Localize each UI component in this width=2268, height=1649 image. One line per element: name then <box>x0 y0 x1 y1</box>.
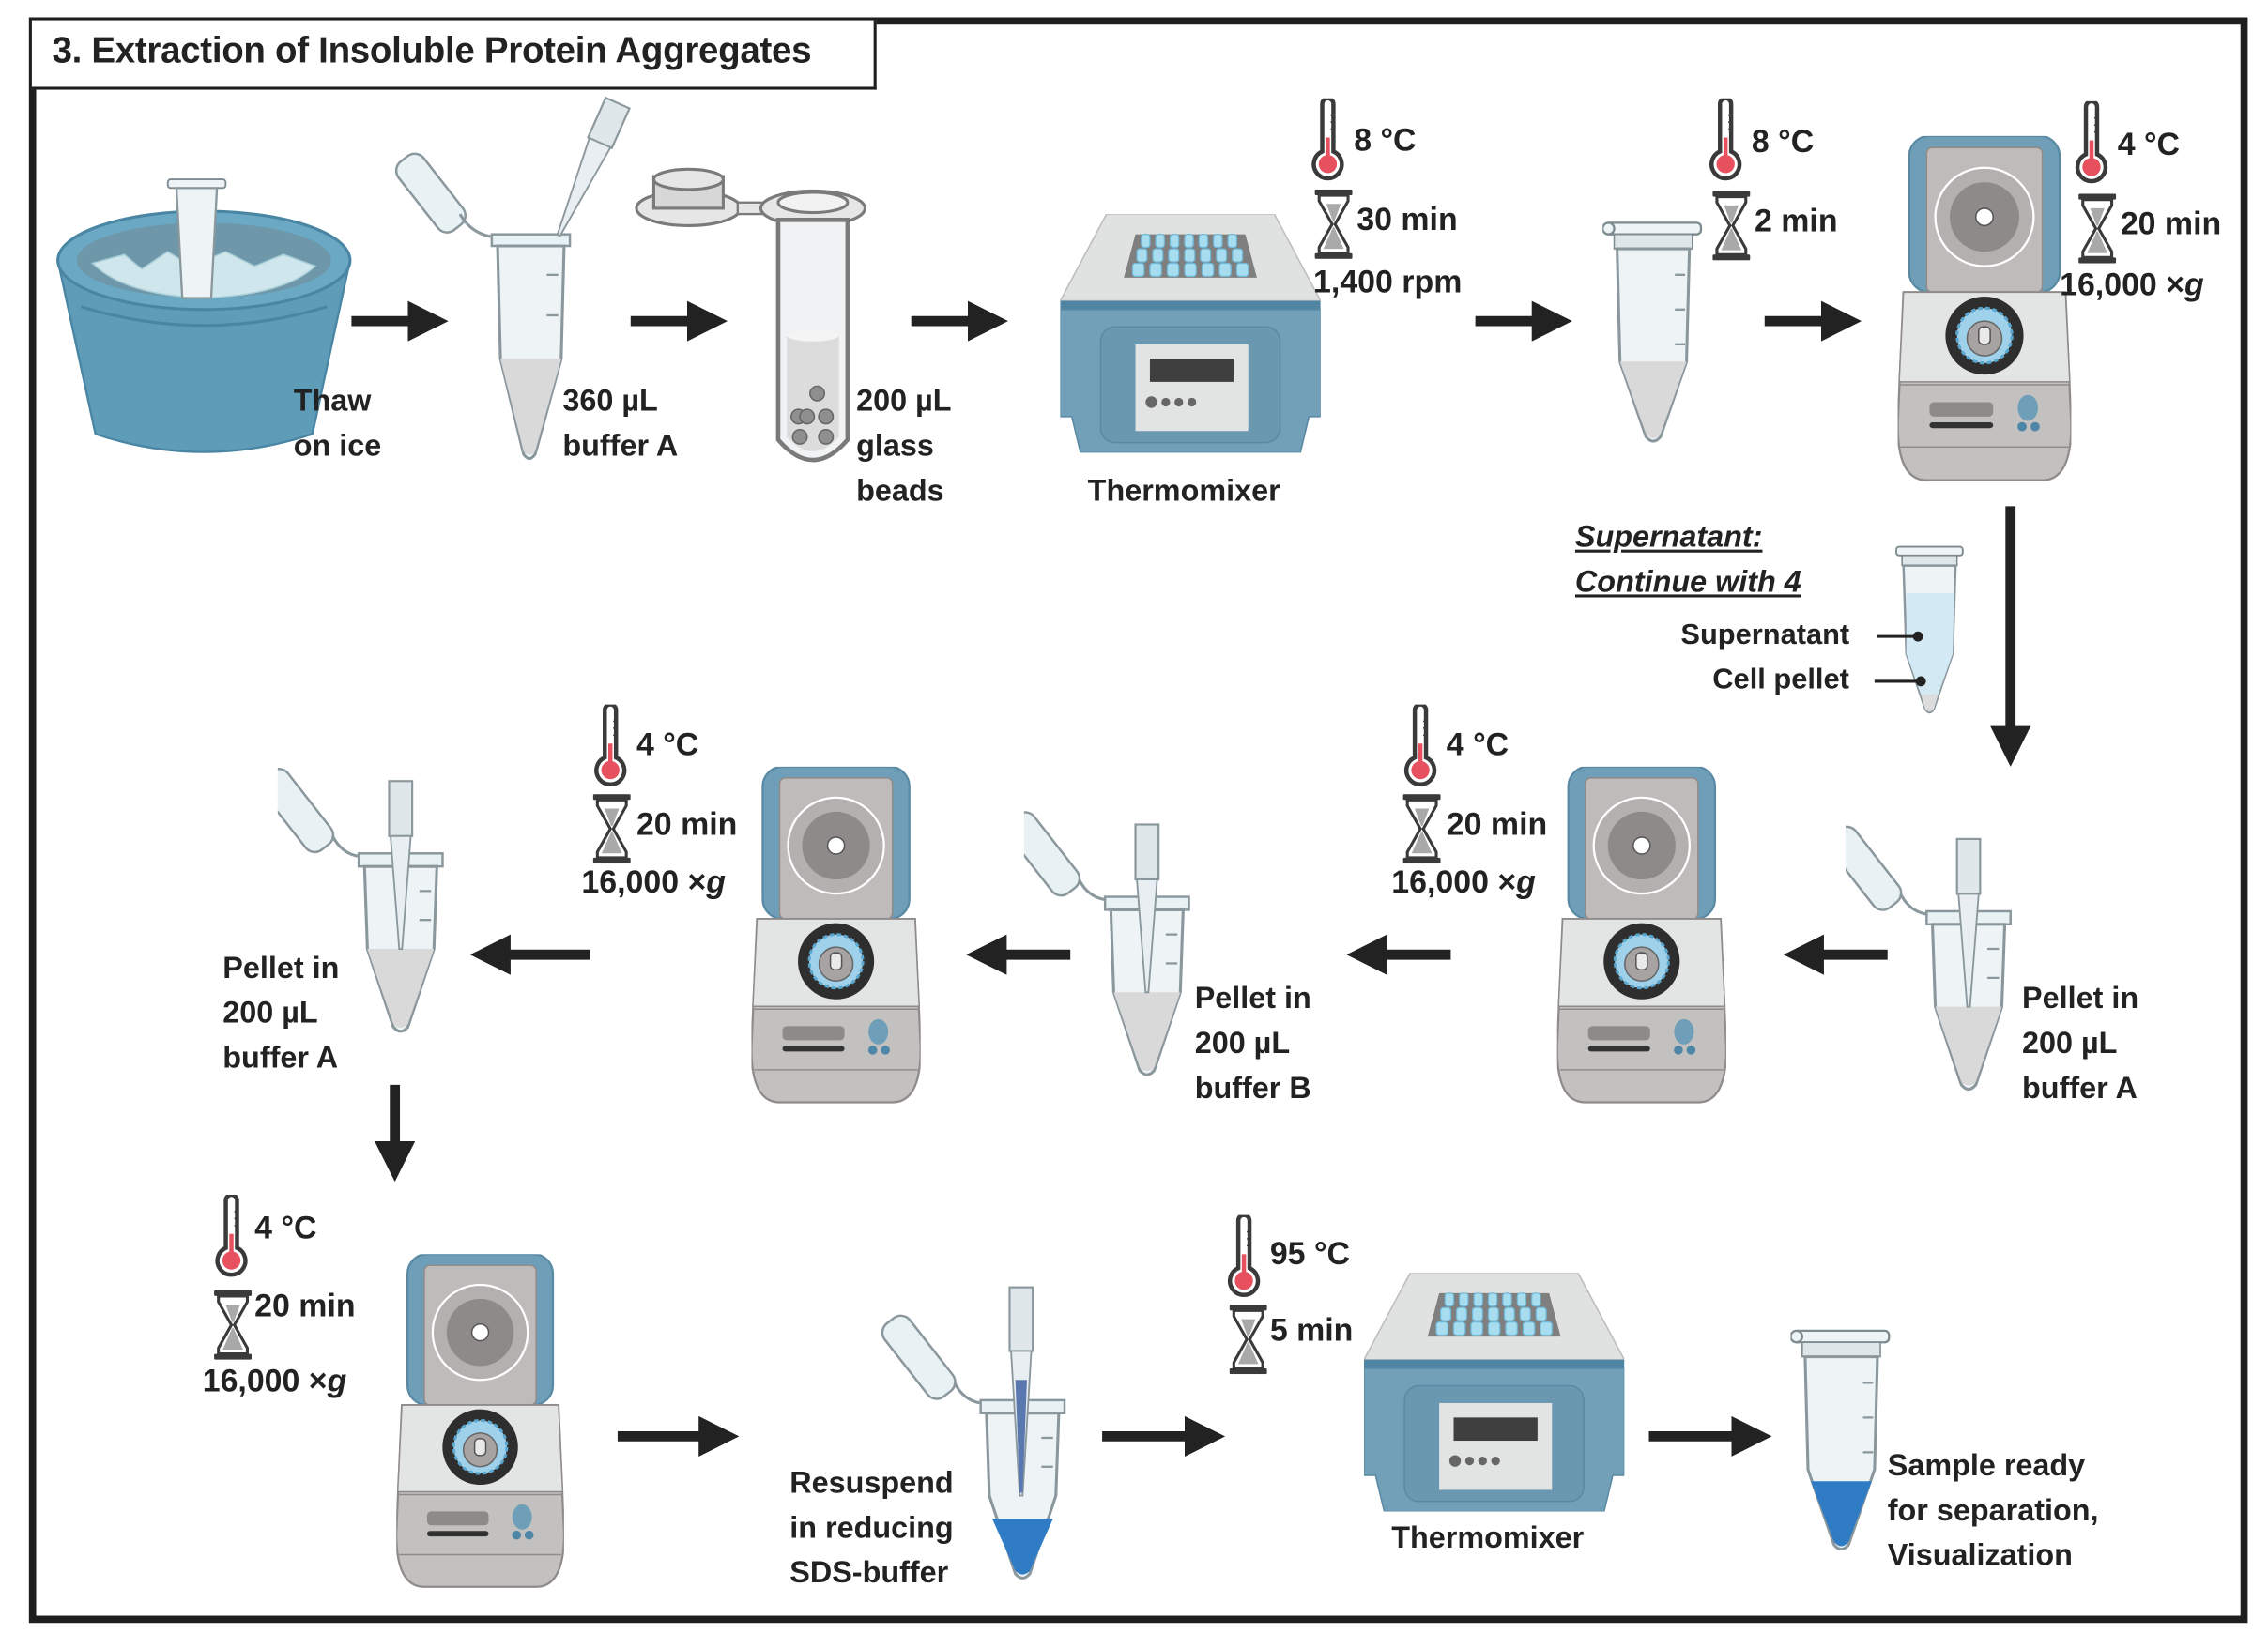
centrifuge-icon <box>396 1253 564 1592</box>
force: 16,000 ×g <box>581 863 727 900</box>
step11-label: Pellet in 200 µL buffer A <box>2022 982 2139 1106</box>
step2-label: 360 µL buffer A <box>562 384 679 464</box>
thermomixer-icon <box>1364 1273 1624 1511</box>
step1-label: Thaw on ice <box>293 384 382 464</box>
speed: 1,400 rpm <box>1313 263 1463 300</box>
microtube-icon <box>1791 1322 1893 1560</box>
time: 20 min <box>2120 205 2222 242</box>
temperature: 8 °C <box>1354 121 1417 158</box>
thermometer-icon <box>1227 1215 1262 1299</box>
microtube-with-pipette-icon <box>394 96 631 461</box>
thermometer-icon <box>1403 705 1438 788</box>
temperature: 4 °C <box>2117 126 2181 162</box>
temperature: 8 °C <box>1751 123 1815 160</box>
hourglass-icon <box>593 794 631 863</box>
cell-pellet-label: Cell pellet <box>1712 664 1849 696</box>
microtube-icon <box>1602 217 1704 449</box>
hourglass-icon <box>1230 1305 1267 1374</box>
time: 30 min <box>1356 201 1458 237</box>
microtube-with-pipette-icon <box>1024 775 1198 1079</box>
step3-label: 200 µL glass beads <box>856 384 952 508</box>
step13-label: Resuspend in reducing SDS-buffer <box>789 1466 954 1590</box>
temperature: 95 °C <box>1269 1235 1350 1272</box>
centrifuge-icon <box>1555 767 1728 1106</box>
microtube-with-pipette-icon <box>1846 789 2019 1093</box>
force: 16,000 ×g <box>1391 863 1536 900</box>
force: 16,000 ×g <box>202 1362 347 1399</box>
supernatant-label: Supernatant <box>1680 618 1850 651</box>
step7-label: Pellet in 200 µL buffer A <box>222 952 340 1076</box>
thermomixer-label: Thermomixer <box>1087 474 1280 508</box>
temperature: 4 °C <box>254 1209 317 1245</box>
time: 5 min <box>1269 1311 1354 1349</box>
microtube-with-pipette-icon <box>881 1286 1066 1580</box>
hourglass-icon <box>214 1290 252 1360</box>
time: 20 min <box>1446 805 1548 842</box>
hourglass-icon <box>1403 794 1441 863</box>
thermomixer-label: Thermomixer <box>1391 1521 1585 1555</box>
step15-label: Sample ready for separation, Visualizati… <box>1887 1449 2099 1573</box>
title-box: 3. Extraction of Insoluble Protein Aggre… <box>31 20 877 90</box>
centrifuge-icon <box>749 767 923 1106</box>
centrifuged-tube-icon <box>1895 545 1964 714</box>
supernatant-note: Supernatant: Continue with 4 <box>1574 520 1801 600</box>
thermometer-icon <box>214 1195 249 1278</box>
step9-label: Pellet in 200 µL buffer B <box>1194 982 1311 1106</box>
thermometer-icon <box>593 705 628 788</box>
diagram-frame <box>28 17 2248 1624</box>
time: 20 min <box>254 1287 356 1324</box>
temperature: 4 °C <box>1446 725 1509 763</box>
ice-bucket-icon <box>56 178 352 453</box>
time: 2 min <box>1754 202 1838 239</box>
diagram-title: 3. Extraction of Insoluble Protein Aggre… <box>52 30 812 71</box>
force: 16,000 ×g <box>2060 266 2204 303</box>
temperature: 4 °C <box>636 725 699 763</box>
screw-cap-tube-with-beads-icon <box>635 167 866 463</box>
time: 20 min <box>636 805 738 842</box>
